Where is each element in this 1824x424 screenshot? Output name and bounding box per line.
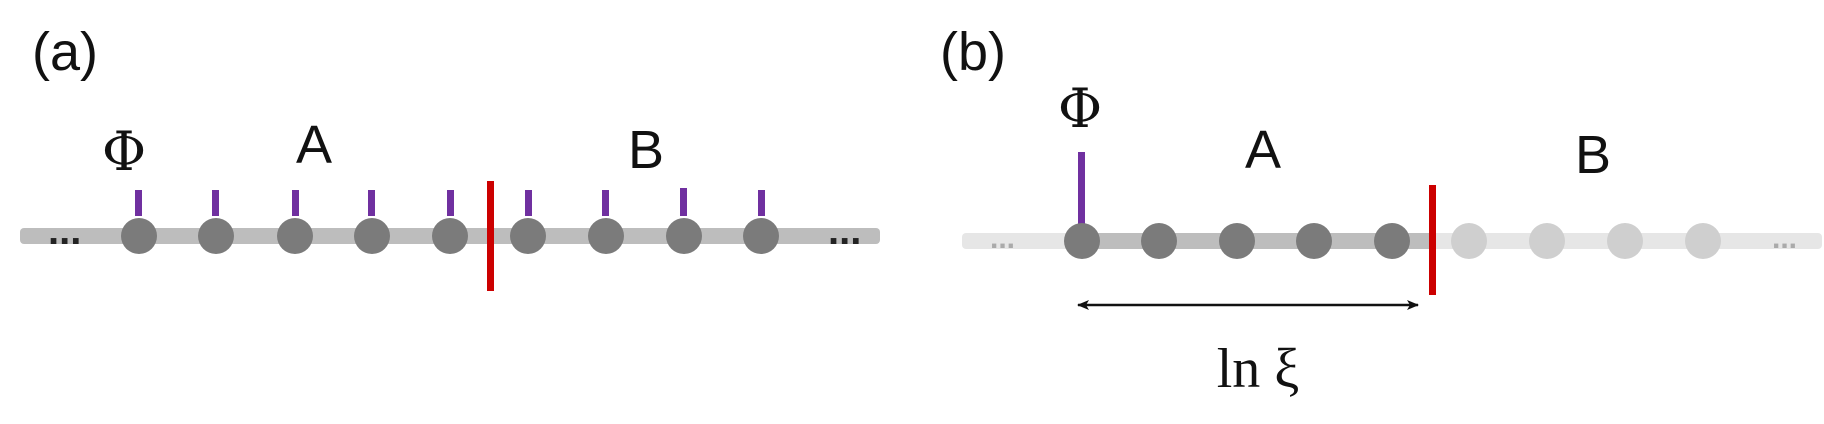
site-faded xyxy=(1529,223,1565,259)
physical-leg xyxy=(447,190,454,216)
site xyxy=(743,218,779,254)
panel-b-cut xyxy=(1429,185,1436,295)
site xyxy=(277,218,313,254)
physical-leg xyxy=(680,188,687,216)
physical-leg xyxy=(758,190,765,216)
physical-leg xyxy=(525,190,532,216)
panel-b-region-a: A xyxy=(1245,120,1281,180)
site xyxy=(121,218,157,254)
site xyxy=(1296,223,1332,259)
panel-a: (a) ... ... xyxy=(20,22,880,291)
panel-a-phi-label: Φ xyxy=(102,120,146,183)
panel-b-sites-region-a xyxy=(1064,223,1410,259)
panel-a-ellipsis-left: ... xyxy=(48,209,81,253)
panel-b-label: (b) xyxy=(940,22,1006,82)
site xyxy=(198,218,234,254)
panel-b: (b) ... ... Φ A B ln ξ xyxy=(940,22,1822,400)
panel-a-cut xyxy=(487,181,494,291)
panel-b-sites-region-b xyxy=(1451,223,1721,259)
site-faded xyxy=(1451,223,1487,259)
panel-a-region-b: B xyxy=(628,120,664,180)
physical-leg xyxy=(135,190,142,216)
panel-a-ellipsis-right: ... xyxy=(828,209,861,253)
physical-leg xyxy=(1078,152,1085,224)
site xyxy=(588,218,624,254)
physical-leg xyxy=(602,190,609,216)
site xyxy=(432,218,468,254)
physical-leg xyxy=(368,190,375,216)
panel-a-region-a: A xyxy=(296,115,332,175)
panel-b-phi-label: Φ xyxy=(1058,77,1102,140)
site-faded xyxy=(1607,223,1643,259)
distance-label: ln ξ xyxy=(1217,338,1300,400)
site xyxy=(666,218,702,254)
site xyxy=(1374,223,1410,259)
panel-b-ellipsis-right: ... xyxy=(1772,222,1797,255)
site xyxy=(1141,223,1177,259)
site xyxy=(1219,223,1255,259)
site xyxy=(354,218,390,254)
physical-leg xyxy=(212,190,219,216)
panel-a-sites xyxy=(121,218,779,254)
site xyxy=(510,218,546,254)
site xyxy=(1064,223,1100,259)
panel-a-legs xyxy=(135,188,765,216)
physical-leg xyxy=(292,190,299,216)
panel-b-ellipsis-left: ... xyxy=(990,222,1015,255)
site-faded xyxy=(1685,223,1721,259)
panel-a-label: (a) xyxy=(32,22,98,82)
panel-b-region-b: B xyxy=(1575,125,1611,185)
